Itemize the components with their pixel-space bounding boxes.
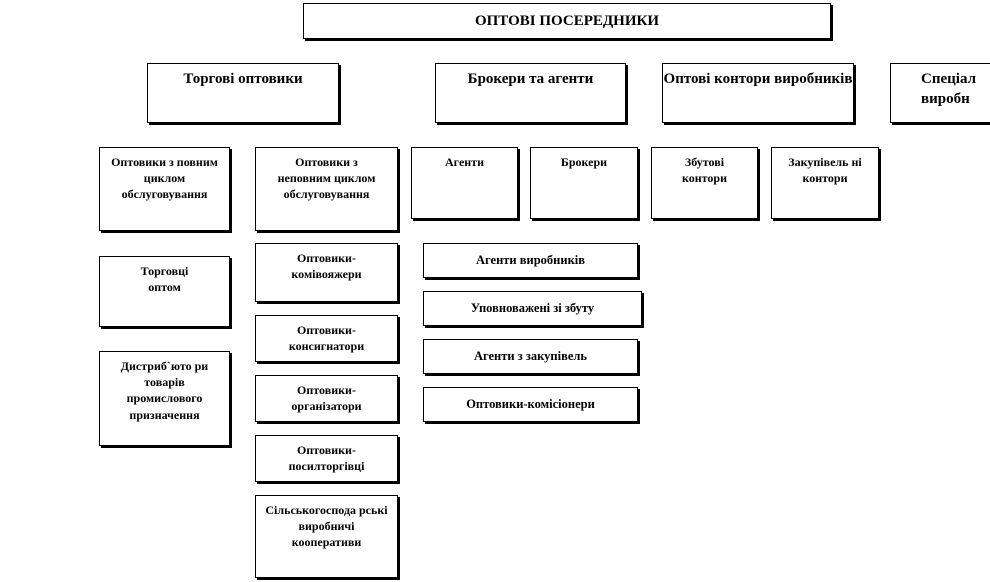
node-truck-wholesalers: Оптовики-комівояжери (255, 243, 398, 302)
node-mail-order: Оптовики-посилторгівці (255, 435, 398, 482)
node-drop-shippers-label: Оптовики-організатори (291, 383, 362, 414)
node-full-service-label: Оптовики з повним циклом обслуговування (111, 155, 218, 202)
node-farm-cooperatives-label: Сільськогоспода рські виробничі кооперат… (265, 503, 388, 550)
node-purchase-offices-label: Закупівель ні контори (788, 155, 862, 186)
node-limited-service: Оптовики з неповним циклом обслуговуванн… (255, 147, 398, 231)
node-commission-merchants: Оптовики-комісіонери (423, 387, 638, 422)
diagram-title: ОПТОВІ ПОСЕРЕДНИКИ (303, 3, 831, 39)
node-purchasing-agents-label: Агенти з закупівель (473, 349, 588, 364)
node-specialized: Спеціал виробн (890, 63, 990, 123)
diagram-title-text: ОПТОВІ ПОСЕРЕДНИКИ (474, 12, 660, 29)
node-industrial-distributors: Дистриб`юто ри товарів промислового приз… (99, 351, 230, 446)
node-sales-offices: Збутові контори (651, 147, 758, 219)
node-farm-cooperatives: Сільськогоспода рські виробничі кооперат… (255, 495, 398, 578)
node-agents: Агенти (411, 147, 518, 219)
node-manufacturer-offices: Оптові контори виробників (662, 63, 854, 123)
node-commission-merchants-label: Оптовики-комісіонери (466, 397, 595, 412)
node-full-service: Оптовики з повним циклом обслуговування (99, 147, 230, 231)
node-rack-jobbers: Оптовики-консигнатори (255, 315, 398, 362)
node-drop-shippers: Оптовики-організатори (255, 375, 398, 422)
node-purchasing-agents: Агенти з закупівель (423, 339, 638, 374)
node-brokers-agents: Брокери та агенти (435, 63, 626, 123)
node-industrial-distributors-label: Дистриб`юто ри товарів промислового приз… (120, 359, 209, 422)
node-manufacturer-agents-label: Агенти виробників (476, 253, 585, 268)
node-trade-wholesalers-label: Торгові оптовики (183, 71, 303, 87)
node-mail-order-label: Оптовики-посилторгівці (288, 443, 365, 474)
node-merchant-wholesalers-label: Торговці оптом (140, 264, 189, 295)
node-specialized-label: Спеціал виробн (921, 71, 976, 108)
node-brokers: Брокери (530, 147, 638, 219)
node-purchase-offices: Закупівель ні контори (771, 147, 879, 219)
node-brokers-label: Брокери (560, 155, 608, 169)
node-merchant-wholesalers: Торговці оптом (99, 256, 230, 327)
node-selling-agents-label: Уповноважені зі збуту (470, 301, 595, 316)
node-selling-agents: Уповноважені зі збуту (423, 291, 642, 326)
node-manufacturer-offices-label: Оптові контори виробників (663, 71, 853, 87)
node-trade-wholesalers: Торгові оптовики (147, 63, 339, 123)
node-brokers-agents-label: Брокери та агенти (467, 71, 594, 87)
node-truck-wholesalers-label: Оптовики-комівояжери (291, 251, 362, 282)
node-manufacturer-agents: Агенти виробників (423, 243, 638, 278)
node-limited-service-label: Оптовики з неповним циклом обслуговуванн… (277, 155, 376, 202)
node-agents-label: Агенти (444, 155, 484, 169)
node-rack-jobbers-label: Оптовики-консигнатори (288, 323, 365, 354)
node-sales-offices-label: Збутові контори (682, 155, 727, 186)
